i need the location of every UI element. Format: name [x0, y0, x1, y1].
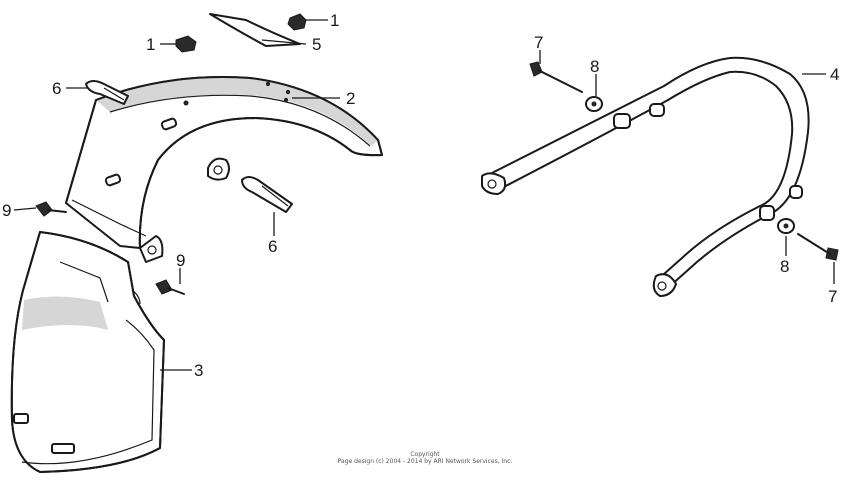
washer-upper[interactable] [585, 96, 603, 112]
callout-4[interactable]: 4 [830, 65, 839, 84]
callout-7-upper[interactable]: 7 [534, 33, 543, 52]
washer-lower[interactable] [777, 218, 795, 234]
callout-1-lower[interactable]: 1 [146, 35, 155, 54]
rear-splash-guard[interactable] [10, 231, 165, 473]
fender-strip[interactable] [209, 13, 301, 47]
bolt-right[interactable] [155, 279, 185, 295]
callout-labels: 1 1 2 3 4 5 6 6 7 7 8 8 9 9 [2, 11, 839, 380]
nut-upper[interactable] [287, 13, 307, 31]
callout-5[interactable]: 5 [312, 35, 321, 54]
callout-6-upper[interactable]: 6 [52, 79, 61, 98]
callout-8-lower[interactable]: 8 [780, 257, 789, 276]
callout-9-left[interactable]: 9 [2, 201, 11, 220]
copyright-notice: Copyright Page design (c) 2004 - 2014 by… [0, 451, 850, 465]
leader-lines [13, 19, 835, 371]
nut-lower[interactable] [175, 35, 197, 53]
callout-3[interactable]: 3 [194, 361, 203, 380]
collar-bolt-lower[interactable] [241, 176, 293, 213]
collar-bolt-upper[interactable] [85, 80, 129, 105]
callout-7-lower[interactable]: 7 [828, 287, 837, 306]
copyright-title: Copyright [410, 451, 440, 458]
long-bolt-lower[interactable] [797, 233, 839, 261]
callout-1-upper[interactable]: 1 [330, 11, 339, 30]
callout-8-upper[interactable]: 8 [590, 57, 599, 76]
copyright-text: Page design (c) 2004 - 2014 by ARI Netwo… [337, 458, 513, 465]
bolt-left[interactable] [35, 201, 67, 217]
rear-fender[interactable] [65, 75, 383, 263]
callout-9-right[interactable]: 9 [176, 251, 185, 270]
callout-6-lower[interactable]: 6 [268, 237, 277, 256]
grab-rail[interactable] [481, 56, 810, 297]
long-bolt-upper[interactable] [529, 61, 583, 93]
callout-2[interactable]: 2 [346, 89, 355, 108]
